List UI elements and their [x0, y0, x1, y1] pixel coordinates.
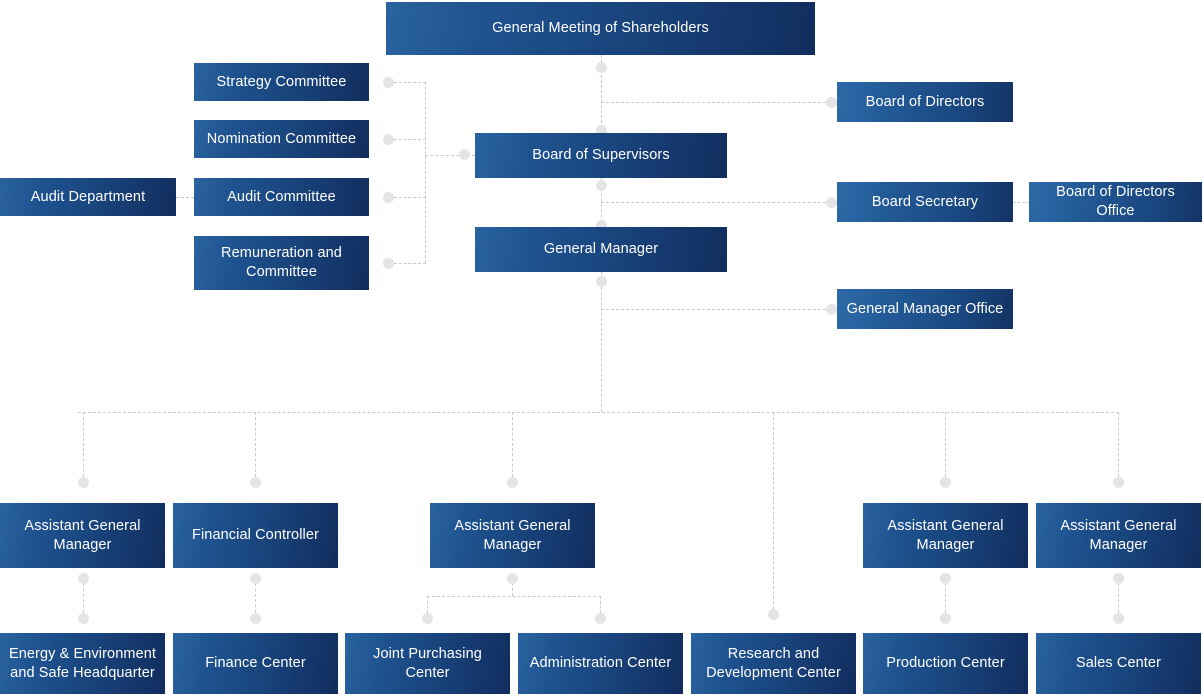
- connector-dot-fc-top: [250, 477, 261, 488]
- connector-agm2-to-joint: [427, 596, 428, 618]
- connector-agm2-to-admin: [600, 596, 601, 618]
- node-nomination-committee[interactable]: Nomination Committee: [194, 120, 369, 158]
- node-financial-controller[interactable]: Financial Controller: [173, 503, 338, 568]
- connector-dot-audit-committee: [383, 192, 394, 203]
- node-strategy-committee[interactable]: Strategy Committee: [194, 63, 369, 101]
- connector-main-bus: [78, 412, 1119, 413]
- connector-drop-rnd: [773, 412, 774, 614]
- connector-committee-remuneration: [389, 263, 426, 264]
- connector-dot-joint: [422, 613, 433, 624]
- connector-agm2-spine: [512, 578, 513, 596]
- connector-drop-agm-2: [512, 412, 513, 482]
- node-production-center[interactable]: Production Center: [863, 633, 1028, 694]
- connector-dot-energy: [78, 613, 89, 624]
- connector-dot-agm1-top: [78, 477, 89, 488]
- connector-trunk-center-top: [601, 55, 602, 133]
- node-board-of-directors-office[interactable]: Board of Directors Office: [1029, 182, 1202, 222]
- connector-dot-production: [940, 613, 951, 624]
- connector-dot-agm4-top: [1113, 477, 1124, 488]
- node-audit-department[interactable]: Audit Department: [0, 178, 176, 216]
- connector-dot-supervisors-bottom: [596, 180, 607, 191]
- connector-dot-gm-top: [596, 62, 607, 73]
- node-finance-center[interactable]: Finance Center: [173, 633, 338, 694]
- connector-dot-rnd: [768, 609, 779, 620]
- connector-drop-financial-controller: [255, 412, 256, 482]
- node-administration-center[interactable]: Administration Center: [518, 633, 683, 694]
- node-assistant-general-manager-3[interactable]: Assistant General Manager: [863, 503, 1028, 568]
- connector-dot-nomination: [383, 134, 394, 145]
- node-board-of-directors[interactable]: Board of Directors: [837, 82, 1013, 122]
- connector-dot-agm2-top: [507, 477, 518, 488]
- connector-dot-gm-box-top: [596, 220, 607, 231]
- connector-to-board-secretary: [601, 202, 841, 203]
- connector-dot-sales: [1113, 613, 1124, 624]
- connector-dot-supervisors-top: [596, 125, 607, 136]
- node-assistant-general-manager-1[interactable]: Assistant General Manager: [0, 503, 165, 568]
- node-remuneration-and-committee[interactable]: Remuneration and Committee: [194, 236, 369, 290]
- connector-dot-agm1-bottom: [78, 573, 89, 584]
- connector-trunk-center-mid: [601, 178, 602, 228]
- connector-dot-gm-office: [826, 304, 837, 315]
- node-board-of-supervisors[interactable]: Board of Supervisors: [475, 133, 727, 178]
- connector-fc-to-finance: [255, 578, 256, 618]
- node-joint-purchasing-center[interactable]: Joint Purchasing Center: [345, 633, 510, 694]
- connector-dot-bod: [826, 97, 837, 108]
- connector-dot-secretary: [826, 197, 837, 208]
- connector-committee-spine: [425, 82, 426, 263]
- node-general-meeting-of-shareholders[interactable]: General Meeting of Shareholders: [386, 2, 815, 55]
- node-sales-center[interactable]: Sales Center: [1036, 633, 1201, 694]
- connector-dot-gm-box-bottom: [596, 276, 607, 287]
- connector-dot-supervisors-left: [459, 149, 470, 160]
- connector-committee-audit: [389, 197, 426, 198]
- connector-dot-agm3-top: [940, 477, 951, 488]
- connector-drop-agm-4: [1118, 412, 1119, 482]
- connector-to-board-of-directors: [601, 102, 841, 103]
- connector-committee-strategy: [389, 82, 426, 83]
- connector-to-general-manager-office: [601, 309, 841, 310]
- node-assistant-general-manager-4[interactable]: Assistant General Manager: [1036, 503, 1201, 568]
- node-board-secretary[interactable]: Board Secretary: [837, 182, 1013, 222]
- connector-agm4-to-sales: [1118, 578, 1119, 618]
- connector-committee-nomination: [389, 139, 426, 140]
- connector-audit-dept-to-committee: [176, 197, 194, 198]
- node-audit-committee[interactable]: Audit Committee: [194, 178, 369, 216]
- connector-secretary-to-bod-office: [1013, 202, 1030, 203]
- connector-agm2-bus: [427, 596, 601, 597]
- node-research-and-development-center[interactable]: Research and Development Center: [691, 633, 856, 694]
- connector-dot-agm4-bottom: [1113, 573, 1124, 584]
- connector-dot-agm2-bottom: [507, 573, 518, 584]
- connector-dot-agm3-bottom: [940, 573, 951, 584]
- connector-dot-remuneration: [383, 258, 394, 269]
- node-general-manager[interactable]: General Manager: [475, 227, 727, 272]
- connector-drop-agm-1: [83, 412, 84, 482]
- connector-agm3-to-production: [945, 578, 946, 618]
- node-assistant-general-manager-2[interactable]: Assistant General Manager: [430, 503, 595, 568]
- connector-dot-fc-bottom: [250, 573, 261, 584]
- connector-agm1-to-energy: [83, 578, 84, 618]
- connector-dot-finance: [250, 613, 261, 624]
- connector-dot-admin: [595, 613, 606, 624]
- node-general-manager-office[interactable]: General Manager Office: [837, 289, 1013, 329]
- connector-committee-to-supervisors: [425, 155, 475, 156]
- connector-dot-strategy: [383, 77, 394, 88]
- connector-drop-agm-3: [945, 412, 946, 482]
- connector-trunk-center-low: [601, 272, 602, 412]
- node-energy-environment-safe-headquarter[interactable]: Energy & Environment and Safe Headquarte…: [0, 633, 165, 694]
